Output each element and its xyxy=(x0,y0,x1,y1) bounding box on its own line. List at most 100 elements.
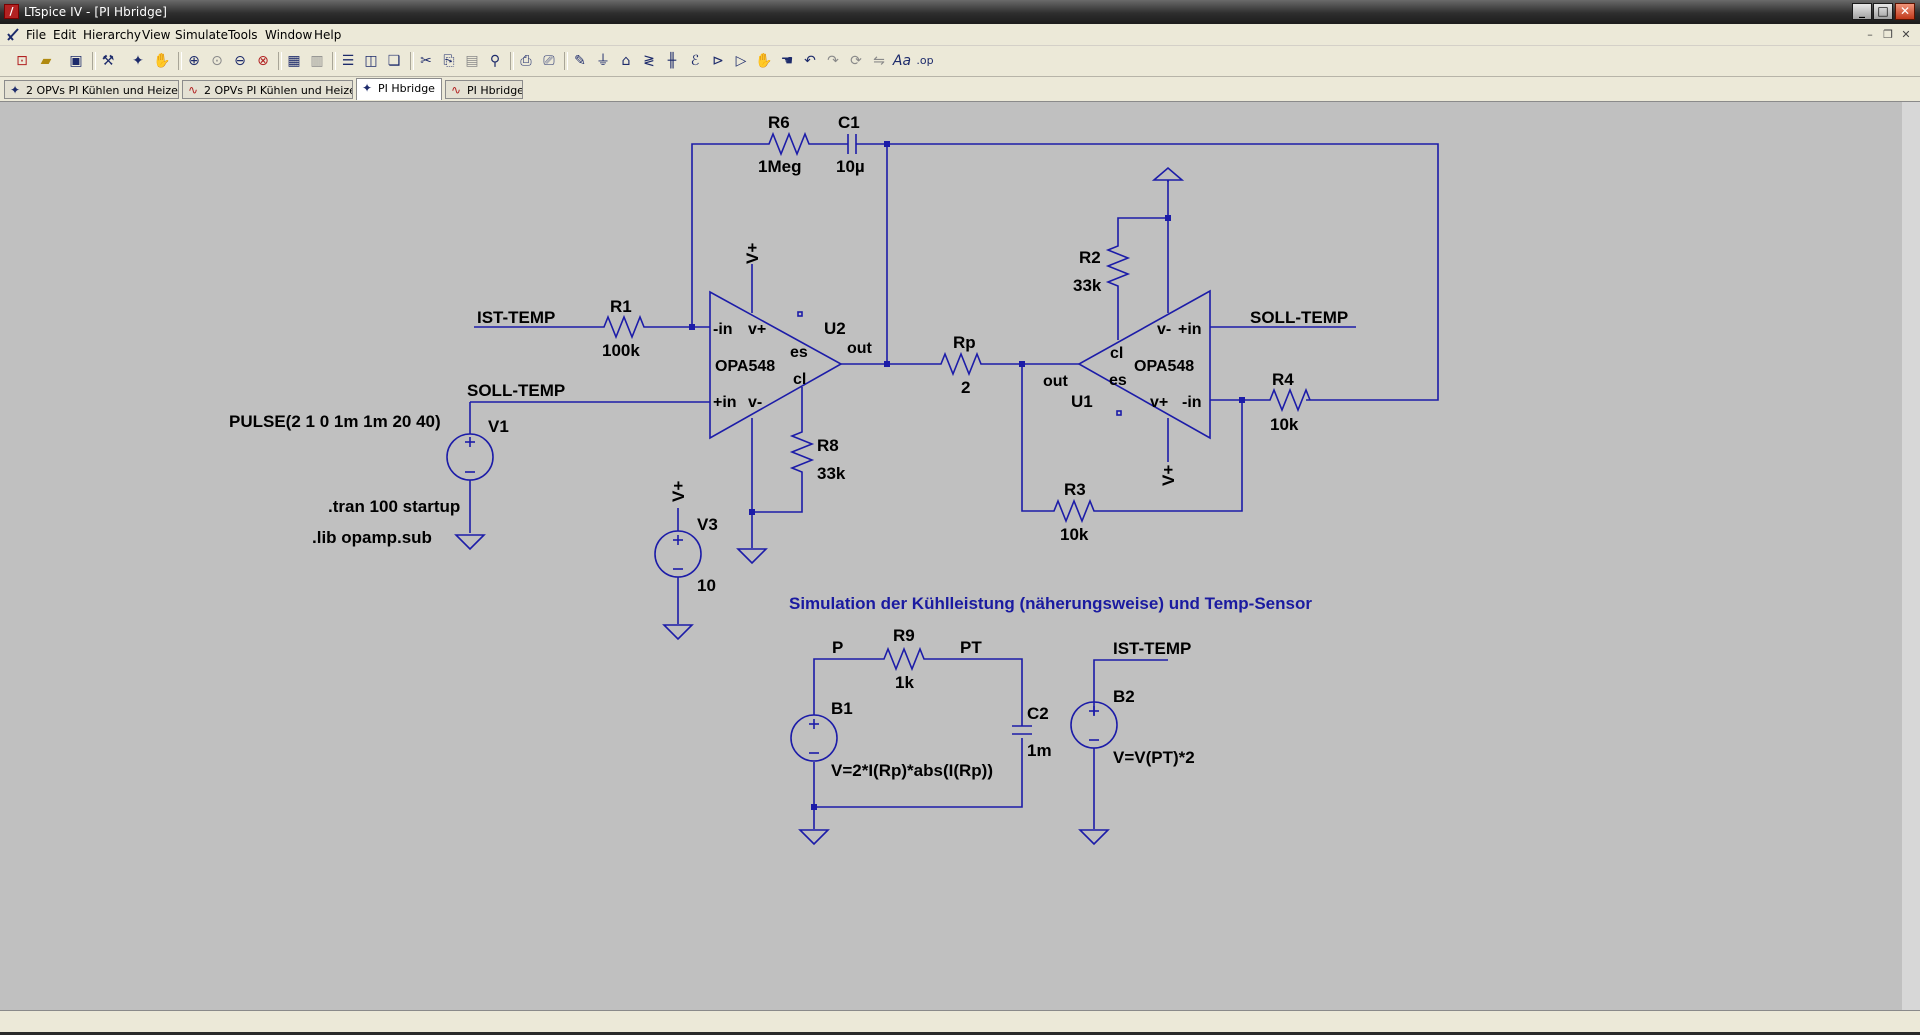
ground-icon[interactable]: ⏚ xyxy=(596,53,610,69)
save-icon[interactable]: ▣ xyxy=(69,53,83,69)
print-icon[interactable]: ⎚ xyxy=(543,53,555,69)
u2-pin-cl: cl xyxy=(793,371,806,388)
v1-name: V1 xyxy=(488,417,509,436)
r6-resistor[interactable]: R6 1Meg xyxy=(758,113,822,176)
cut-icon[interactable]: ✂ xyxy=(420,53,432,69)
r1-value: 100k xyxy=(602,341,640,360)
r8-value: 33k xyxy=(817,464,846,483)
paste-icon[interactable]: ▤ xyxy=(465,53,479,69)
status-bar xyxy=(0,1010,1920,1035)
menu-window[interactable]: Window xyxy=(265,28,313,42)
zoom-out-icon[interactable]: ⊖ xyxy=(234,53,246,69)
tab-schematic-2opv[interactable]: ✦ 2 OPVs PI Kühlen und Heizen xyxy=(4,80,179,99)
menu-hierarchy[interactable]: Hierarchy xyxy=(83,28,142,42)
new-schematic-icon[interactable]: ⊡ xyxy=(16,53,28,69)
schematic-drawing[interactable]: R6 1Meg C1 10µ IST-TEMP R1 100k xyxy=(0,102,1902,1010)
spice-directive-icon[interactable]: .op xyxy=(916,54,934,67)
r4-resistor[interactable]: R4 10k xyxy=(1266,370,1311,434)
tile-horizontal-icon[interactable]: ☰ xyxy=(341,53,355,69)
r9-resistor[interactable]: R9 1k xyxy=(880,626,930,692)
autorange-icon[interactable]: ▦ xyxy=(287,53,301,69)
zoom-in-icon[interactable]: ⊕ xyxy=(188,53,200,69)
move-icon[interactable]: ✋ xyxy=(755,53,773,69)
minimize-button[interactable]: _ xyxy=(1852,3,1872,20)
close-button[interactable]: ✕ xyxy=(1895,3,1915,20)
r2-resistor[interactable]: R2 33k xyxy=(1073,242,1131,340)
menu-file[interactable]: File xyxy=(26,28,47,42)
resistor-icon[interactable]: ≷ xyxy=(643,53,655,69)
tab-waveform-2opv[interactable]: ∿ 2 OPVs PI Kühlen und Heizen xyxy=(182,80,353,99)
menu-view[interactable]: View xyxy=(142,28,171,42)
schematic-canvas[interactable]: R6 1Meg C1 10µ IST-TEMP R1 100k xyxy=(0,102,1920,1010)
menu-simulate[interactable]: Simulate xyxy=(175,28,229,42)
c1-capacitor[interactable]: C1 10µ xyxy=(836,113,865,176)
find-icon[interactable]: ⚲ xyxy=(489,53,501,69)
u2-opamp[interactable]: -in v+ es OPA548 cl +in v- U2 out xyxy=(692,264,890,440)
menu-edit[interactable]: Edit xyxy=(53,28,77,42)
u1-opamp[interactable]: v- +in cl OPA548 out es U1 v+ -in SOLL-T… xyxy=(1022,289,1356,440)
wire-icon[interactable]: ✎ xyxy=(574,53,586,69)
tab-schematic-pi-hbridge[interactable]: ✦ PI Hbridge xyxy=(356,78,442,100)
diode-icon[interactable]: ⊳ xyxy=(712,53,724,69)
r3-resistor[interactable]: R3 10k xyxy=(1046,480,1102,544)
mdi-restore-button[interactable]: ❐ xyxy=(1883,28,1893,41)
capacitor-icon[interactable]: ╫ xyxy=(667,53,677,69)
schematic-icon: ✦ xyxy=(361,81,373,95)
u1-soll-temp-label: SOLL-TEMP xyxy=(1250,308,1348,327)
toolbar: ⊡ ▰ ▣ ⚒ ✦ ✋ ⊕ ⊙ ⊖ ⊗ ▦ ▥ ☰ ◫ ❏ ✂ ⎘ ▤ ⚲ ⎙ … xyxy=(0,46,1920,77)
open-icon[interactable]: ▰ xyxy=(40,53,52,69)
menu-tools[interactable]: Tools xyxy=(228,28,258,42)
tran-directive[interactable]: .tran 100 startup xyxy=(328,497,460,516)
v1-voltage-source[interactable]: V1 PULSE(2 1 0 1m 1m 20 40) xyxy=(229,412,509,533)
mirror-icon[interactable]: ⇋ xyxy=(873,53,885,69)
u2-pin-minus-in: -in xyxy=(713,321,733,338)
v1-ground xyxy=(454,534,486,551)
tab-waveform-pi-hbridge[interactable]: ∿ PI Hbridge xyxy=(445,80,523,99)
undo-icon[interactable]: ↶ xyxy=(804,53,816,69)
v3-voltage-source[interactable]: V3 10 xyxy=(654,508,718,641)
rotate-icon[interactable]: ⟳ xyxy=(850,53,862,69)
copy-icon[interactable]: ⎘ xyxy=(443,53,455,69)
rp-resistor[interactable]: Rp 2 xyxy=(887,333,1025,397)
u1-upper-wiring xyxy=(1117,166,1185,313)
u2-vplus-net-label: V+ xyxy=(743,243,762,264)
menu-bar: File Edit Hierarchy View Simulate Tools … xyxy=(0,24,1920,46)
inductor-icon[interactable]: ℰ xyxy=(690,53,700,69)
ist-temp-label: IST-TEMP xyxy=(477,308,555,327)
b1-value: V=2*I(Rp)*abs(I(Rp)) xyxy=(831,761,993,780)
zoom-area-icon[interactable]: ⊙ xyxy=(211,53,223,69)
tab-label: PI Hbridge xyxy=(467,84,523,97)
cascade-icon[interactable]: ❏ xyxy=(387,53,401,69)
zoom-fit-icon[interactable]: ⊗ xyxy=(257,53,269,69)
reset-icon[interactable]: ▥ xyxy=(310,53,324,69)
tab-label: PI Hbridge xyxy=(378,82,435,95)
lib-directive[interactable]: .lib opamp.sub xyxy=(312,528,432,547)
u1-vplus-net-label: V+ xyxy=(1159,465,1178,486)
b1-behavioral-source[interactable]: B1 V=2*I(Rp)*abs(I(Rp)) xyxy=(790,699,993,780)
label-net-icon[interactable]: ⌂ xyxy=(621,53,631,69)
redo-icon[interactable]: ↷ xyxy=(827,53,839,69)
drag-icon[interactable]: ☚ xyxy=(780,53,794,69)
print-preview-icon[interactable]: ⎙ xyxy=(520,53,532,69)
maximize-button[interactable]: □ xyxy=(1873,3,1893,20)
halt-icon[interactable]: ✋ xyxy=(153,53,171,69)
run-icon[interactable]: ✦ xyxy=(132,53,144,69)
r1-resistor[interactable]: R1 100k xyxy=(596,297,695,360)
rp-name: Rp xyxy=(953,333,976,352)
tile-vertical-icon[interactable]: ◫ xyxy=(364,53,378,69)
b2-value: V=V(PT)*2 xyxy=(1113,748,1195,767)
menu-help[interactable]: Help xyxy=(314,28,342,42)
mdi-close-button[interactable]: ✕ xyxy=(1901,28,1911,41)
r8-resistor[interactable]: R8 33k xyxy=(789,387,846,484)
c2-capacitor[interactable]: C2 1m xyxy=(1012,704,1052,760)
simulation-comment[interactable]: Simulation der Kühlleistung (näherungswe… xyxy=(789,594,1312,613)
u1-pin-minus-in: -in xyxy=(1182,394,1202,411)
u2-pin-plus-in: +in xyxy=(713,394,737,411)
b2-behavioral-source[interactable]: B2 V=V(PT)*2 IST-TEMP xyxy=(1070,639,1195,846)
text-icon[interactable]: Aa xyxy=(892,53,912,69)
ltspice-app-icon[interactable]: / xyxy=(4,4,19,19)
control-panel-icon[interactable]: ⚒ xyxy=(101,53,115,69)
component-icon[interactable]: ▷ xyxy=(735,53,747,69)
mdi-minimize-button[interactable]: – xyxy=(1867,28,1873,41)
schematic-doc-icon[interactable] xyxy=(5,26,21,42)
